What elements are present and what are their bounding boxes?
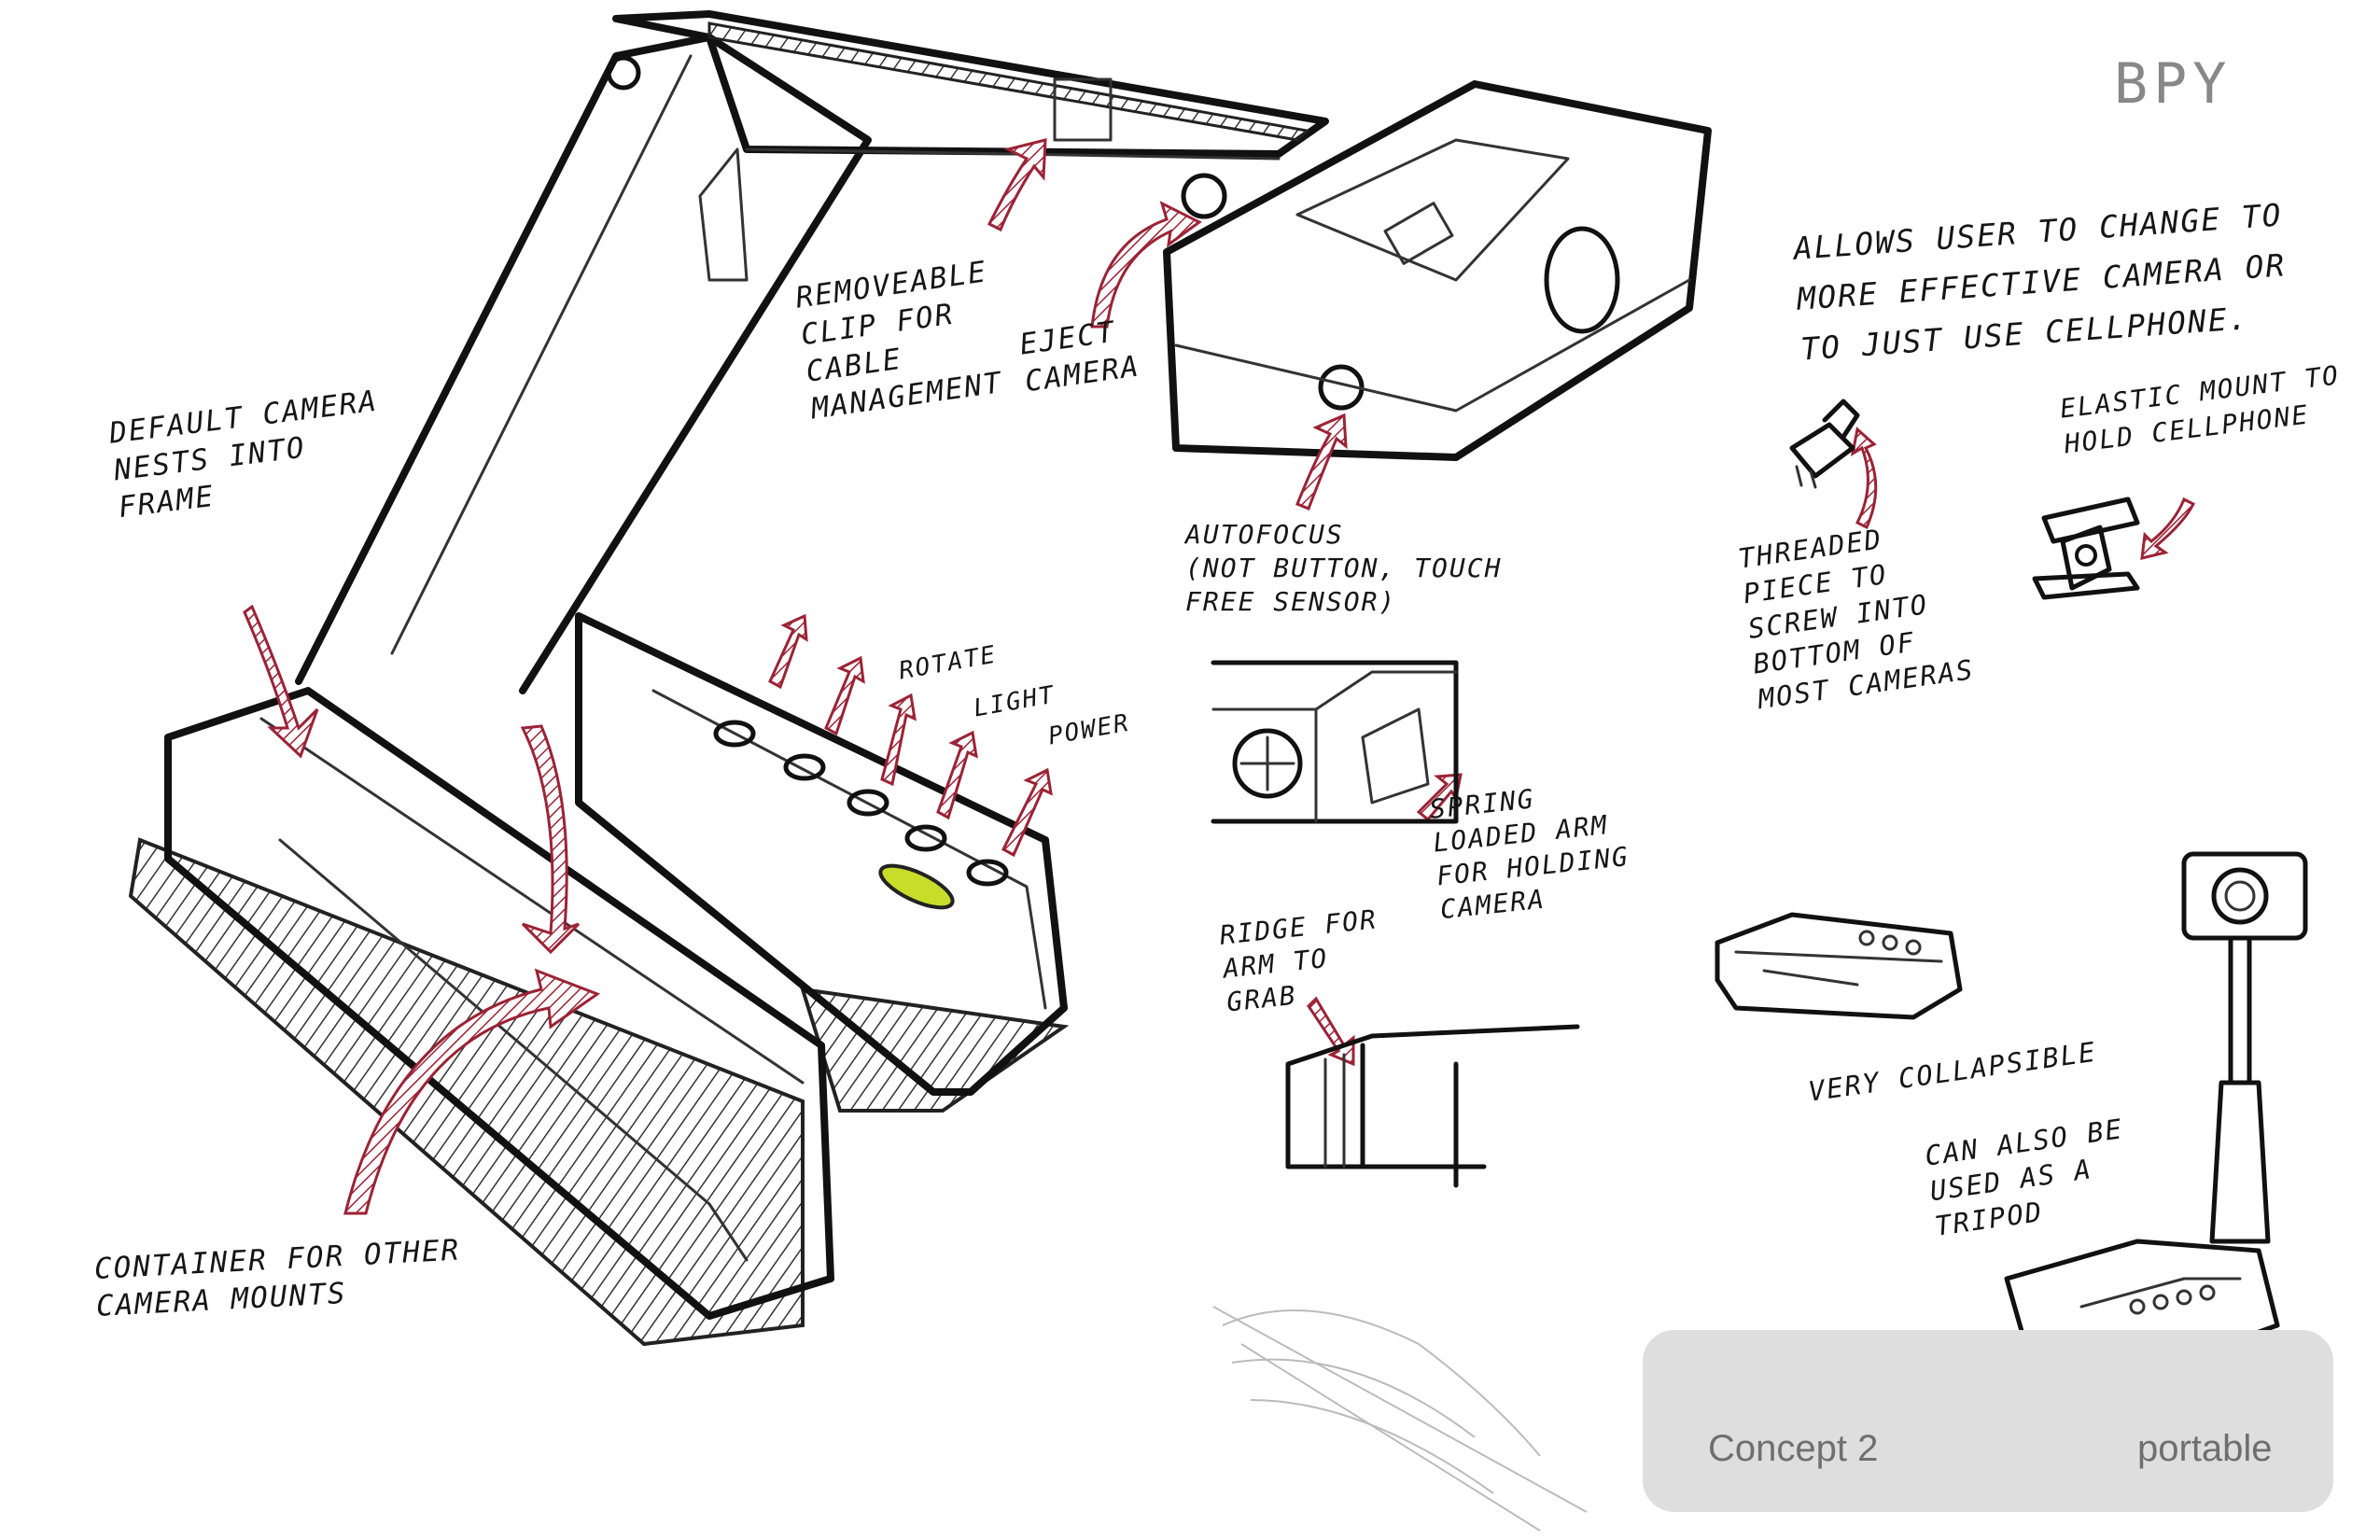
label-eject-camera: EJECT CAMERA xyxy=(1017,315,1142,399)
arrow-1 xyxy=(768,613,808,690)
top-arm xyxy=(612,10,1329,161)
label-threaded-piece: THREADED PIECE TO SCREW INTO BOTTOM OF M… xyxy=(1736,523,1977,716)
caption-title: Concept 2 xyxy=(1708,1428,1879,1469)
main-base-left xyxy=(164,687,834,1320)
arrow-autofocus xyxy=(1295,413,1348,511)
ridge-detail xyxy=(1285,1024,1580,1188)
label-ridge: RIDGE FOR ARM TO GRAB xyxy=(1218,903,1379,1018)
rotate-button xyxy=(847,789,889,817)
arrow-rotate xyxy=(880,693,917,787)
elastic-mount-icon xyxy=(2032,497,2140,600)
arrow-elastic xyxy=(2140,497,2196,560)
arrow-clip xyxy=(987,138,1047,232)
arrow-eject xyxy=(1090,201,1202,329)
arrow-2 xyxy=(824,655,865,736)
spring-arm-detail xyxy=(1211,660,1459,824)
arrow-nest xyxy=(520,724,581,955)
button-bar xyxy=(575,612,1068,1096)
hatched-arrows xyxy=(243,138,2196,1215)
light-button xyxy=(904,824,947,852)
caption-box xyxy=(1643,1330,2333,1512)
caption-subtitle: portable xyxy=(2137,1428,2273,1469)
indicator-light xyxy=(878,863,955,910)
power-button xyxy=(966,859,1009,887)
button-2 xyxy=(783,753,826,781)
button-1 xyxy=(713,720,756,748)
label-removable-clip: REMOVEABLE CLIP FOR CABLE MANAGEMENT xyxy=(793,255,1005,427)
signature: BPY xyxy=(2114,51,2233,117)
label-autofocus: AUTOFOCUS (NOT BUTTON, TOUCH FREE SENSOR… xyxy=(1185,519,1503,617)
arrow-default-camera xyxy=(243,604,319,759)
threaded-piece-icon xyxy=(1789,399,1860,489)
label-spring-arm: SPRING LOADED ARM FOR HOLDING CAMERA xyxy=(1428,783,1631,926)
buttons xyxy=(713,720,1009,910)
arrow-power xyxy=(1001,767,1053,858)
arrow-light xyxy=(936,730,978,820)
tripod-device xyxy=(2004,851,2308,1375)
collapsed-device xyxy=(1715,912,1963,1020)
arrow-container xyxy=(343,968,601,1215)
pencil-scribbles xyxy=(1212,1306,1588,1532)
stand-column xyxy=(295,34,872,694)
arrow-threaded xyxy=(1850,427,1878,530)
camera-head xyxy=(1163,80,1712,461)
